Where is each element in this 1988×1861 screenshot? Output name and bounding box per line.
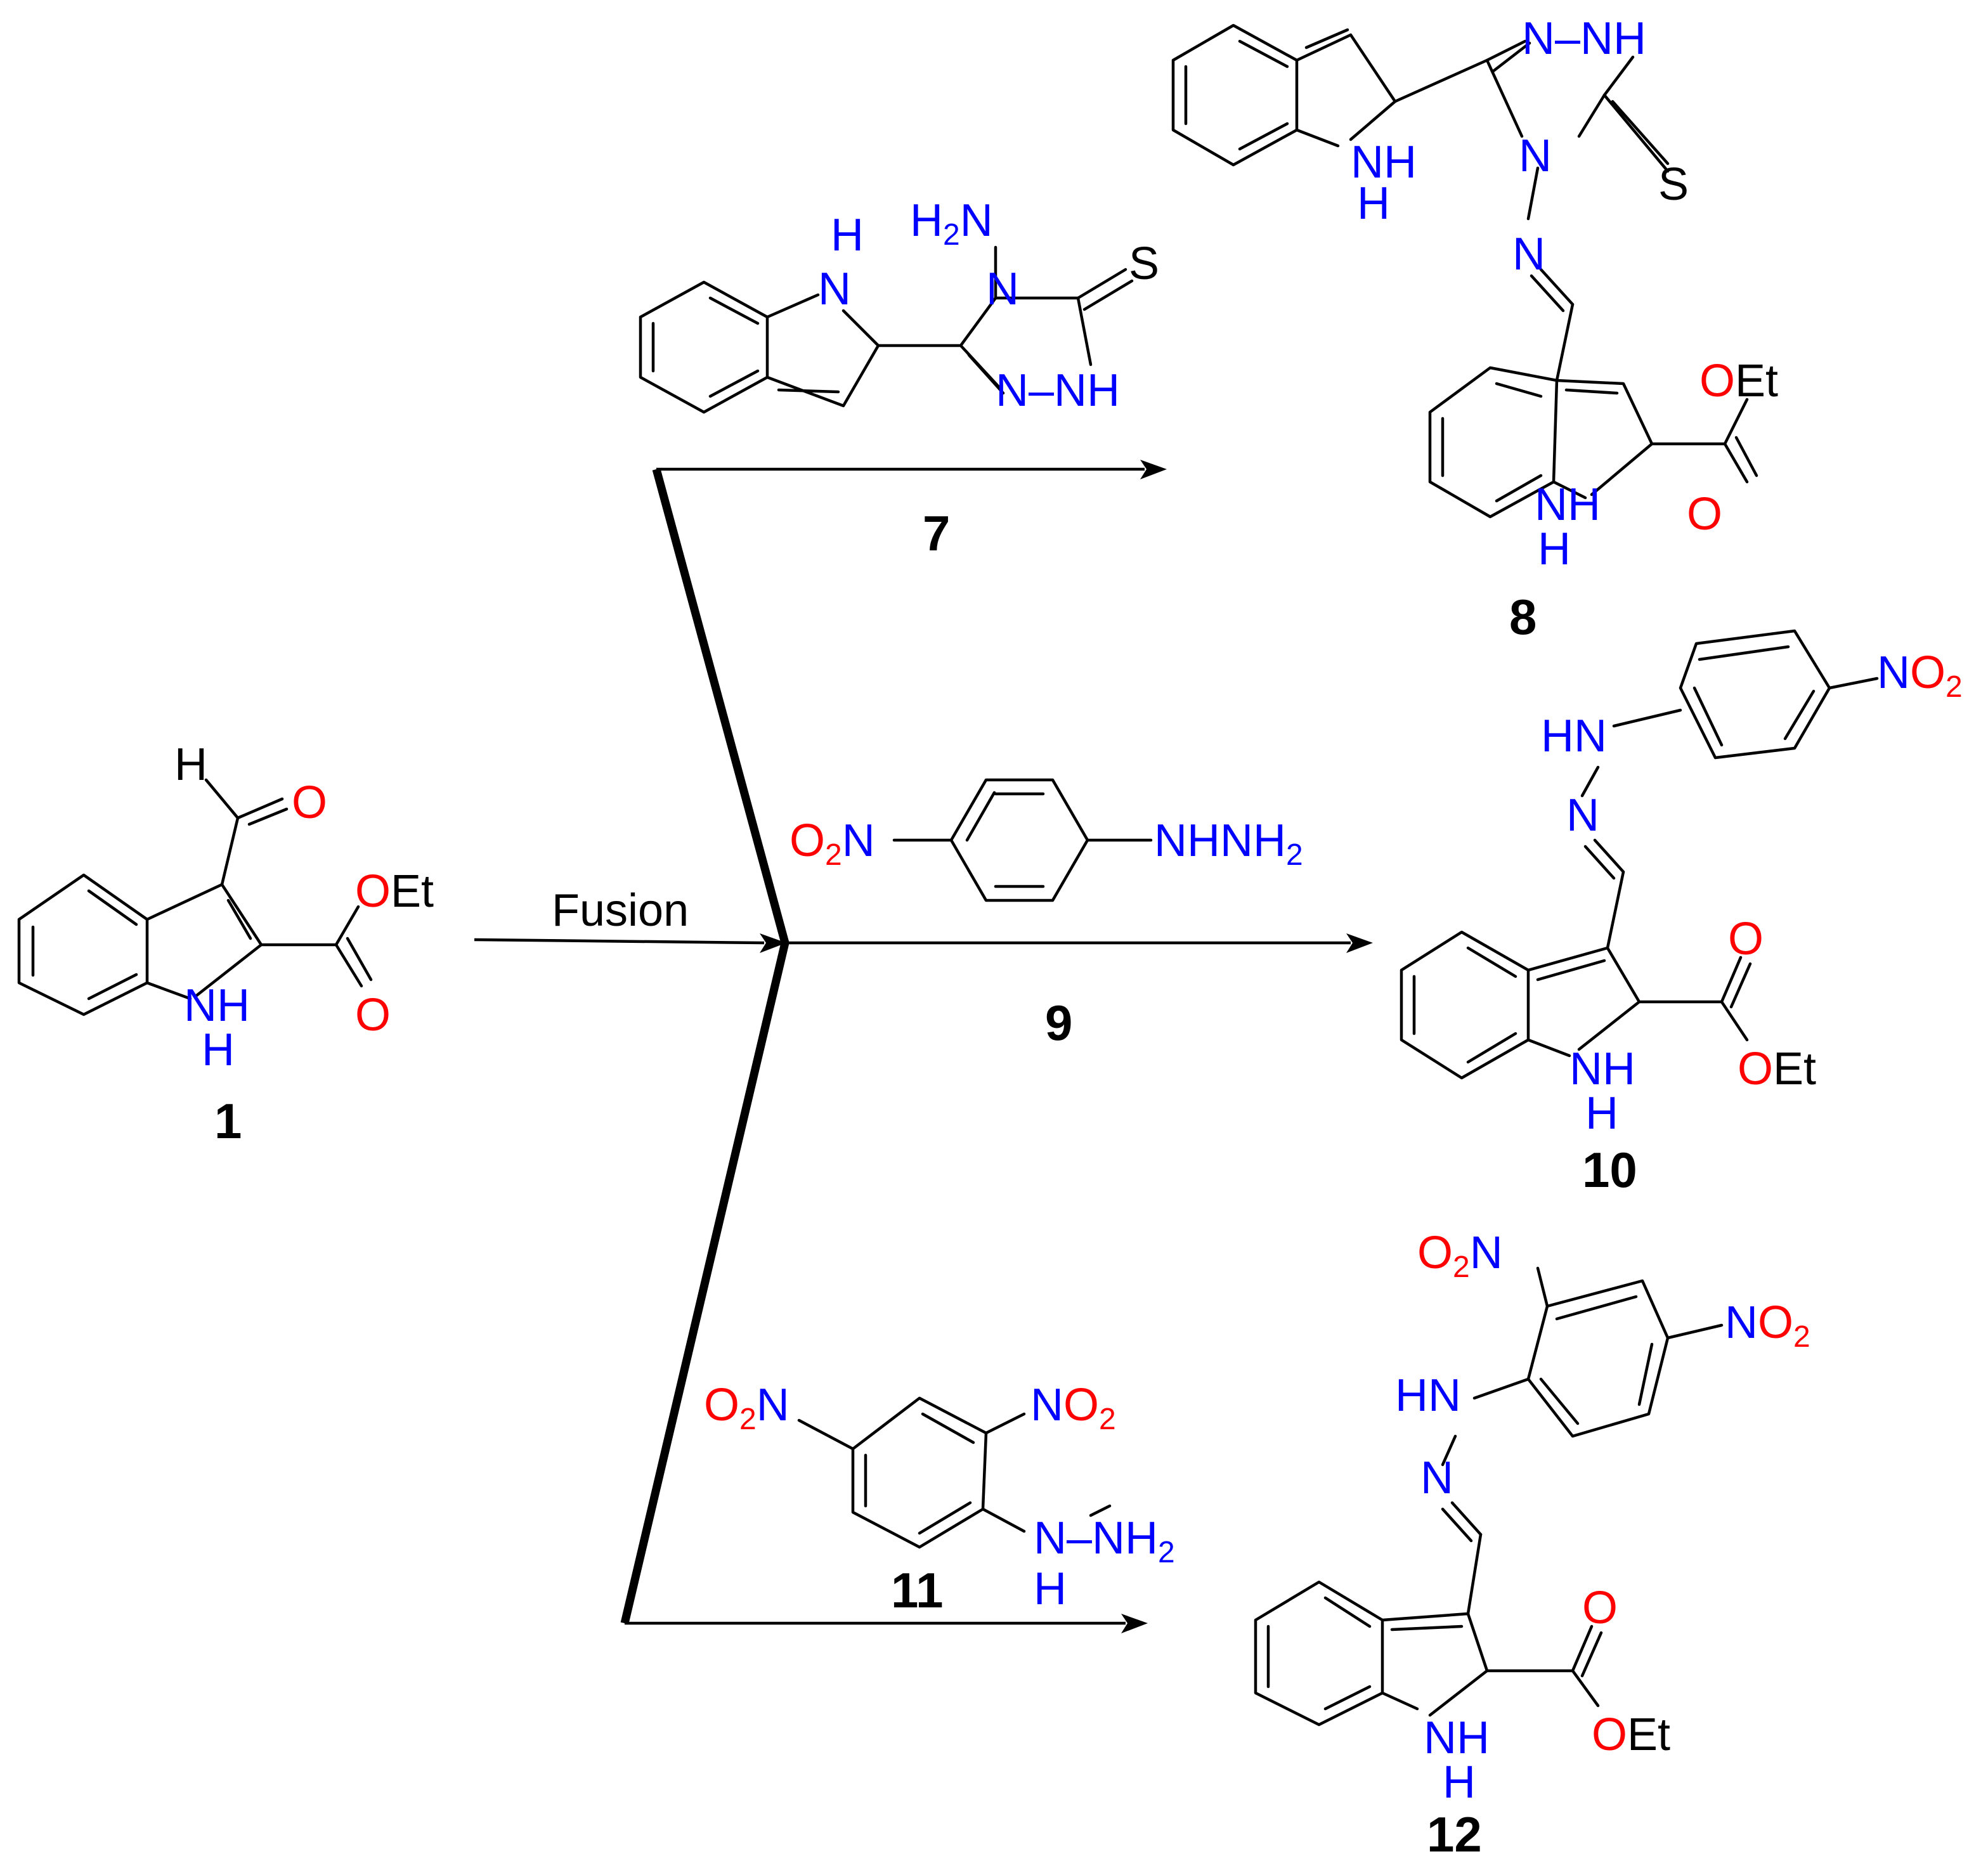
atom-NH-12: NH [1424,1713,1490,1763]
atom-N-N-8: N–NH [1522,13,1646,64]
atom-H-indole-8: H [1357,178,1390,229]
group-NO2-12b: NO2 [1725,1297,1810,1354]
atom-H-aldehyde: H [174,739,207,790]
atom-O-ester-8: O [1687,489,1722,540]
group-O2N-12a: O2N [1417,1228,1503,1284]
group-OEt-8: OEt [1699,356,1778,406]
group-OEt-12: OEt [1592,1709,1670,1760]
label-compound-12: 12 [1427,1806,1482,1861]
compound-11-structure [797,1396,1112,1549]
group-NHNH2-9: NHNH2 [1154,815,1303,872]
atom-N4-8: N [1519,131,1552,181]
atom-N-indole-7: N [818,264,851,314]
atom-NH-10: NH [1569,1044,1635,1094]
atom-O-aldehyde: O [292,777,327,828]
label-compound-9: 9 [1045,995,1072,1051]
compound-7-structure [639,245,1134,414]
group-O2N-11a: O2N [704,1380,789,1436]
group-NO2-10: NO2 [1877,647,1963,704]
atom-H-12: H [1443,1757,1476,1808]
atom-N-N-7: N–NH [996,365,1120,416]
atom-O-ester-1: O [355,990,391,1041]
atom-H-10: H [1585,1088,1618,1139]
atom-HN-12: HN [1395,1370,1461,1421]
compound-1-structure [17,778,373,1016]
atom-N4-7: N [986,264,1019,314]
group-H2N-7: H2N [910,195,993,252]
label-compound-1: 1 [214,1093,242,1149]
atom-NH-1: NH [184,980,250,1031]
compound-8-structure [1171,23,1758,519]
reaction-arrows [474,460,1373,1633]
atom-O-ester-10: O [1728,914,1764,964]
compound-10-structure [1400,629,1879,1080]
condition-fusion: Fusion [552,885,689,936]
atom-NH-indole-8: NH [1351,137,1417,188]
atom-N-imine-10: N [1566,790,1599,841]
atom-S-8: S [1658,159,1689,210]
atom-HN-10: HN [1541,711,1607,762]
atom-O-ester-12: O [1582,1583,1618,1633]
compound-12-structure [1254,1266,1724,1727]
atom-H-hydrazine-11: H [1034,1564,1067,1614]
group-NO2-11b: NO2 [1030,1380,1116,1436]
atom-H-indole-7: H [831,210,864,261]
label-compound-11: 11 [891,1562,943,1618]
atom-N-imine-12: N [1420,1453,1453,1503]
atom-H-1: H [202,1025,235,1075]
atom-S-7: S [1129,238,1159,289]
atom-N-hydrazine-11: N–NH2 [1034,1513,1175,1569]
group-O2N-9: O2N [789,815,875,872]
group-OEt-10: OEt [1738,1044,1816,1094]
compound-9-structure [892,778,1153,902]
atom-H-8: H [1538,524,1571,574]
atom-N-imine-8: N [1512,229,1545,280]
atom-NH-8: NH [1535,479,1601,530]
label-compound-8: 8 [1509,589,1536,645]
group-OEt-1: OEt [355,866,434,917]
label-compound-7: 7 [923,505,950,561]
label-compound-10: 10 [1582,1142,1637,1198]
